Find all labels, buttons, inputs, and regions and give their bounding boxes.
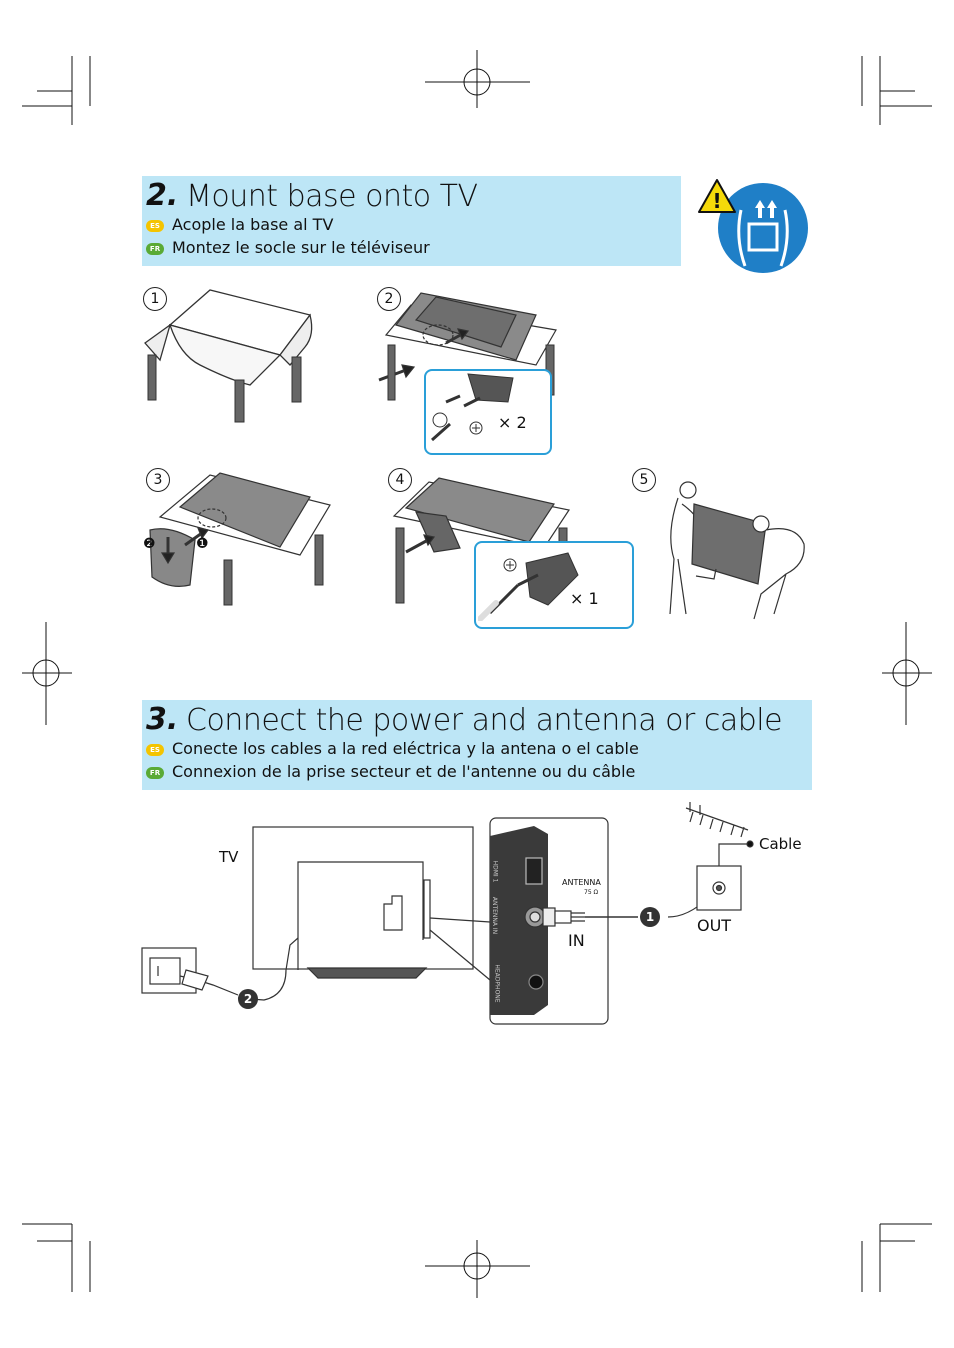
section-2-fr-text: Montez le socle sur le téléviseur — [172, 238, 430, 257]
section-3-fr-text: Connexion de la prise secteur et de l'an… — [172, 762, 636, 781]
section-2-banner — [142, 176, 681, 266]
step-2-marker: 2 — [377, 287, 401, 311]
connection-badge-1: 1 — [640, 907, 660, 927]
es-flag-icon: ES — [146, 744, 164, 756]
cable-label: Cable — [759, 835, 802, 853]
step-2-tv-facedown-illustration — [378, 292, 557, 401]
fr-flag-icon: FR — [146, 767, 164, 779]
screw-count-one: × 1 — [570, 589, 599, 608]
section-3-banner — [142, 700, 812, 790]
headphone-port-label: HEADPHONE — [493, 964, 501, 1003]
step-4-screwdriver-illustration — [478, 552, 579, 621]
section-3-number: 3. — [146, 702, 179, 737]
sub-badge-1: ❶ — [196, 536, 209, 552]
step-3-marker: 3 — [146, 468, 170, 492]
two-person-lift-warning-icon: ! — [698, 179, 808, 273]
sub-badge-2: ❷ — [143, 536, 156, 552]
section-2-es-text: Acople la base al TV — [172, 215, 334, 234]
fr-flag-icon: FR — [146, 243, 164, 255]
section-2-title: Mount base onto TV — [186, 179, 478, 214]
step-5-marker: 5 — [632, 468, 656, 492]
hdmi-port-label: HDMI 1 — [491, 860, 499, 883]
step-2-screws-illustration — [431, 373, 514, 442]
antenna-port-sublabel: 75 Ω — [584, 889, 599, 896]
connection-diagram — [141, 802, 754, 1025]
screw-count-two: × 2 — [498, 413, 527, 432]
section-2-number: 2. — [146, 178, 179, 213]
step-5-two-people-lifting-illustration — [669, 481, 805, 620]
antenna-in-port-label: ANTENNA IN — [491, 896, 499, 935]
section-3-title: Connect the power and antenna or cable — [186, 703, 783, 738]
step-1-table-illustration — [144, 289, 313, 423]
antenna-port-label: ANTENNA — [562, 878, 601, 887]
step-3-base-illustration — [149, 472, 331, 606]
step-4-marker: 4 — [388, 468, 412, 492]
in-label: IN — [568, 931, 585, 950]
step-1-marker: 1 — [143, 287, 167, 311]
connection-badge-2: 2 — [238, 989, 258, 1009]
section-3-es-text: Conecte los cables a la red eléctrica y … — [172, 739, 639, 758]
tv-label: TV — [219, 848, 239, 866]
out-label: OUT — [697, 916, 732, 935]
es-flag-icon: ES — [146, 220, 164, 232]
svg-text:!: ! — [712, 189, 721, 213]
